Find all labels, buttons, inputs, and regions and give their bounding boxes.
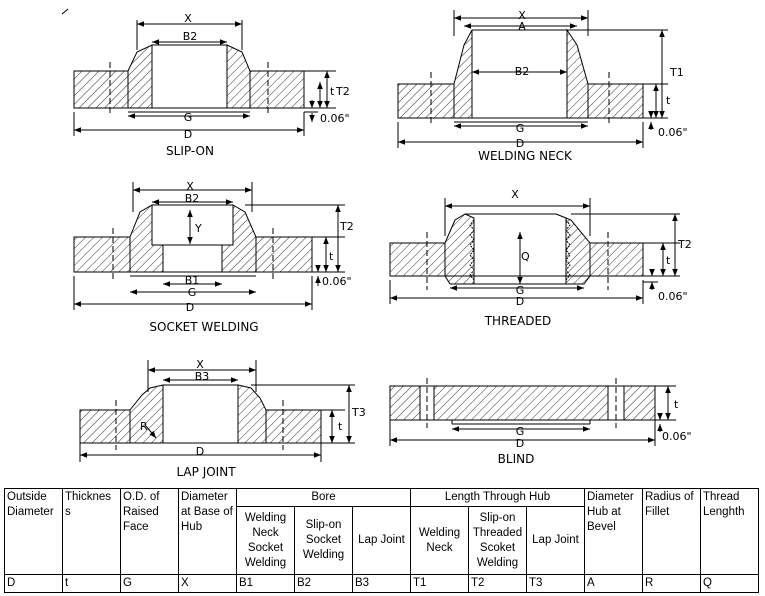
corner-tick [61, 8, 69, 15]
threaded-x-label: X [511, 188, 519, 201]
threaded-view: X Q G D t T2 0.06" THREADED [389, 188, 692, 328]
legend-thickness: Thicknes s [62, 488, 121, 575]
welding-neck-t-label: t [666, 94, 671, 107]
welding-neck-rf-label: 0.06" [658, 126, 688, 139]
lap-joint-b3-label: B3 [195, 370, 210, 383]
welding-neck-view: X A B2 G D t T1 0.06" WELDING NECK [397, 9, 688, 163]
legend-symbol-r: R [642, 574, 701, 593]
socket-welding-b2-label: B2 [185, 192, 200, 205]
socket-welding-x-label: X [186, 180, 194, 193]
slip-on-rf-label: 0.06" [320, 112, 350, 125]
threaded-t2-label: T2 [677, 238, 692, 251]
legend-symbol-b2: B2 [294, 574, 353, 593]
slip-on-flange-right [249, 70, 305, 109]
blind-rf-label: 0.06" [662, 430, 692, 443]
socket-welding-d-label: D [186, 301, 194, 314]
welding-neck-x-label: X [518, 9, 526, 22]
blind-view: G D t 0.06" BLIND [389, 378, 692, 466]
welding-neck-a-label: A [518, 20, 526, 33]
slip-on-hub-left [127, 44, 153, 109]
socket-welding-view: X B2 Y B1 G D t T2 0.06" SOCKET WELDING [73, 180, 354, 334]
welding-neck-b2-label: B2 [515, 65, 530, 78]
blind-caption: BLIND [498, 452, 535, 466]
lap-joint-t3-label: T3 [351, 406, 366, 419]
welding-neck-g-label: G [516, 122, 525, 135]
legend-radius-fillet: Radius of Fillet [642, 488, 701, 575]
welding-neck-neck-right [566, 28, 589, 119]
socket-welding-b1-label: B1 [185, 274, 200, 287]
blind-d-label: D [516, 437, 524, 450]
legend-thread-length: Thread Lenghth [700, 488, 759, 575]
threaded-rf-label: 0.06" [658, 290, 688, 303]
threaded-q-label: Q [521, 250, 530, 263]
legend-symbol-g: G [120, 574, 179, 593]
legend-symbol-x: X [178, 574, 237, 593]
welding-neck-flange-left [397, 83, 455, 119]
lap-joint-x-label: X [196, 358, 204, 371]
lap-joint-r-label: R [140, 420, 148, 433]
slip-on-t2-label: T2 [335, 85, 350, 98]
legend-bore-welding-neck: Welding Neck Socket Welding [236, 506, 295, 575]
legend-lth-slip-on: Slip-on Threaded Scoket Welding [468, 506, 527, 575]
socket-welding-caption: SOCKET WELDING [149, 320, 258, 334]
legend-bore-slip-on: Slip-on Socket Welding [294, 506, 353, 575]
slip-on-hub-right [226, 44, 251, 109]
legend-symbol-t2: T2 [468, 574, 527, 593]
lap-joint-t-label: t [338, 420, 343, 433]
legend-symbol-b1: B1 [236, 574, 295, 593]
legend-lth-welding-neck: Welding Neck [410, 506, 469, 575]
threaded-t-label: t [666, 254, 671, 267]
threaded-g-label: G [516, 284, 525, 297]
slip-on-g-label: G [184, 111, 193, 124]
legend-length-through-hub-header: Length Through Hub [410, 488, 585, 507]
slip-on-flange-left [73, 70, 129, 109]
legend-symbol-t: t [62, 574, 121, 593]
legend-symbol-q: Q [700, 574, 759, 593]
threaded-d-label: D [516, 295, 524, 308]
legend-symbol-t1: T1 [410, 574, 469, 593]
legend-symbol-d: D [4, 574, 63, 593]
socket-welding-t-label: t [329, 250, 334, 263]
socket-welding-t2-label: T2 [339, 220, 354, 233]
legend-table: Outside Diameter Thicknes s O.D. of Rais… [4, 488, 759, 593]
legend-diameter-hub-bevel: Diameter Hub at Bevel [584, 488, 643, 575]
lap-joint-caption: LAP JOINT [176, 465, 236, 479]
slip-on-b2-label: B2 [183, 30, 198, 43]
legend-bore-header: Bore [236, 488, 411, 507]
welding-neck-caption: WELDING NECK [478, 149, 573, 163]
socket-welding-g-label: G [188, 286, 197, 299]
welding-neck-d-label: D [516, 137, 524, 150]
blind-g-label: G [516, 425, 525, 438]
threaded-caption: THREADED [484, 314, 552, 328]
legend-diameter-hub-base: Diameter at Base of Hub [178, 488, 237, 575]
slip-on-t-label: t [330, 85, 335, 98]
legend-symbol-a: A [584, 574, 643, 593]
socket-welding-rf-label: 0.06" [322, 275, 352, 288]
lap-joint-view: X B3 R D t T3 LAP JOINT [79, 358, 366, 479]
slip-on-view: X B2 G D t T2 0.06" SLIP-ON [73, 12, 350, 158]
legend-od-raised-face: O.D. of Raised Face [120, 488, 179, 575]
legend-lth-lap-joint: Lap Joint [526, 506, 585, 575]
welding-neck-flange-right [587, 83, 644, 119]
blind-t-label: t [674, 398, 679, 411]
legend-symbol-t3: T3 [526, 574, 585, 593]
legend-bore-lap-joint: Lap Joint [352, 506, 411, 575]
slip-on-d-label: D [184, 128, 192, 141]
lap-joint-d-label: D [196, 445, 204, 458]
slip-on-caption: SLIP-ON [166, 144, 214, 158]
legend-outside-diameter: Outside Diameter [4, 488, 63, 575]
welding-neck-t1-label: T1 [669, 66, 684, 79]
legend-symbol-b3: B3 [352, 574, 411, 593]
socket-welding-y-label: Y [194, 222, 202, 235]
slip-on-x-label: X [184, 12, 192, 25]
welding-neck-neck-left [453, 29, 473, 119]
